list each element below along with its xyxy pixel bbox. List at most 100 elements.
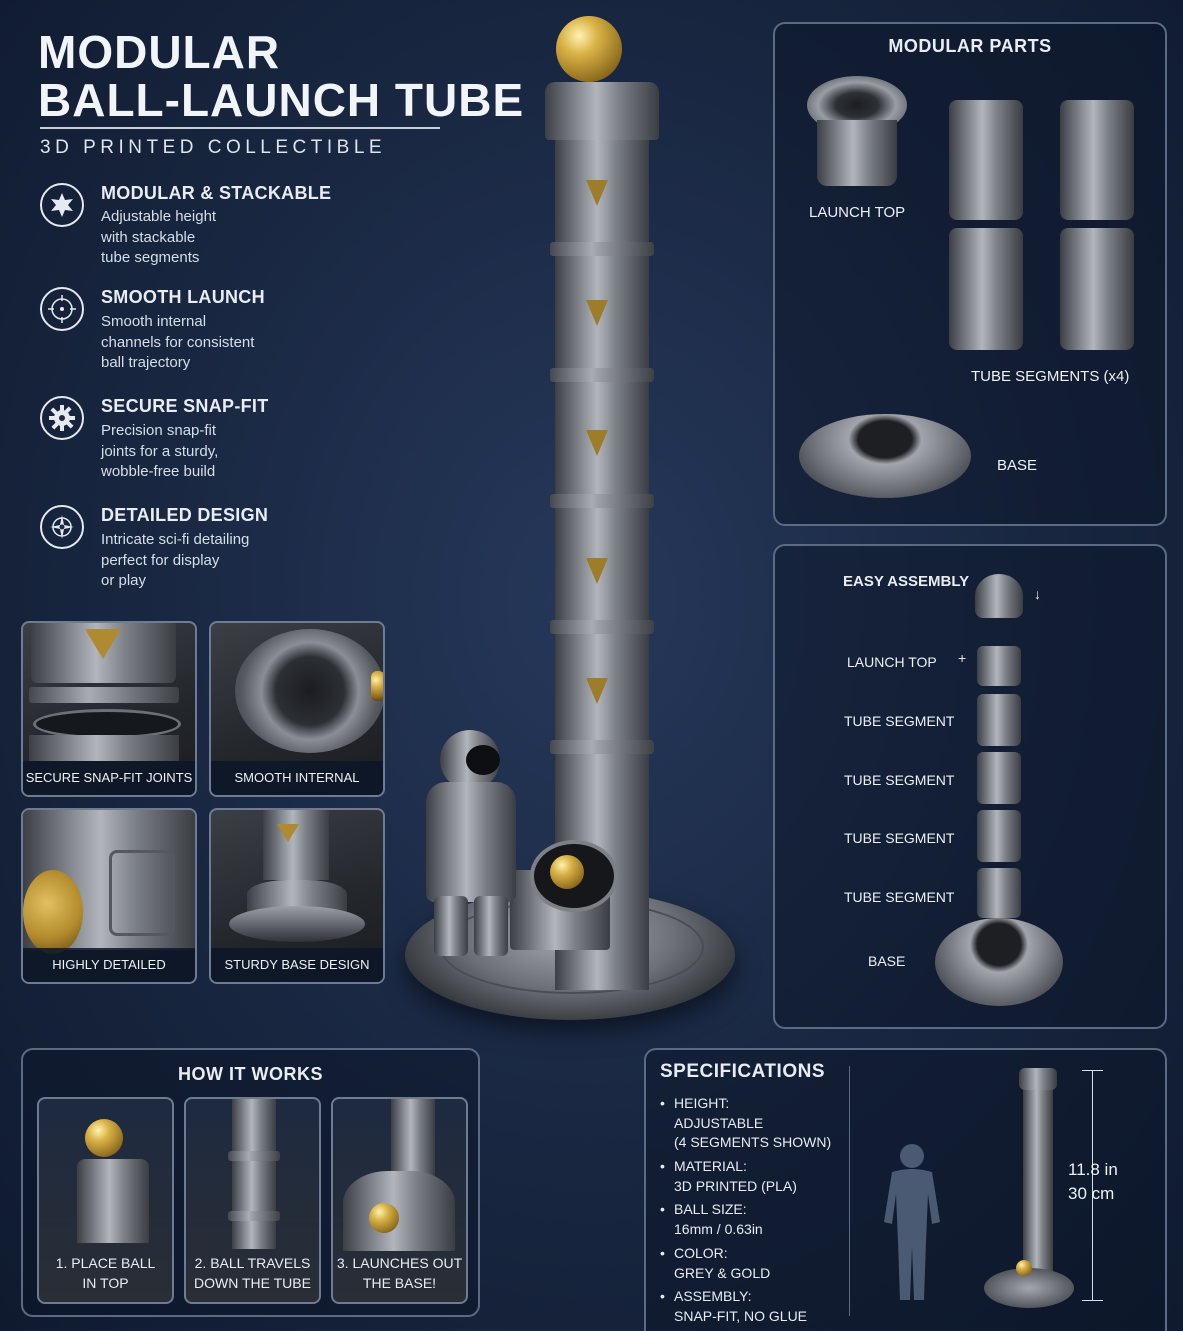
gear-icon bbox=[40, 396, 84, 440]
plus-icon: + bbox=[958, 650, 967, 666]
launch-top-label: LAUNCH TOP bbox=[809, 204, 906, 221]
hero-tube-joint bbox=[550, 620, 654, 634]
panel-relief-image bbox=[109, 850, 175, 936]
thumbnail-internal-channel: SMOOTH INTERNAL CHANNEL bbox=[209, 621, 385, 797]
base-disc-image bbox=[229, 906, 365, 942]
height-cm: 30 cm bbox=[1068, 1184, 1115, 1203]
hero-launch-top bbox=[545, 82, 659, 140]
spec-tower-top bbox=[1019, 1068, 1057, 1090]
assembly-segment-image bbox=[977, 810, 1021, 862]
assembly-label-tube-segment: TUBE SEGMENT bbox=[844, 772, 955, 788]
dimension-label: 11.8 in 30 cm bbox=[1068, 1158, 1118, 1206]
feature-detailed-design: DETAILED DESIGN Intricate sci-fi detaili… bbox=[40, 505, 370, 595]
tube-segment-part-image bbox=[949, 228, 1023, 350]
assembly-segment-image bbox=[977, 868, 1021, 918]
title-line-1: MODULAR bbox=[38, 26, 281, 78]
hero-tube-joint bbox=[550, 494, 654, 508]
spec-tower-image bbox=[1023, 1074, 1053, 1274]
target-icon bbox=[40, 287, 84, 331]
height-inches: 11.8 in bbox=[1068, 1160, 1118, 1179]
hero-tube-joint bbox=[550, 242, 654, 256]
gold-medallion-image bbox=[23, 870, 83, 954]
dimension-cap bbox=[1082, 1070, 1103, 1071]
assembly-segment-image bbox=[977, 646, 1021, 686]
tube-column-image bbox=[263, 810, 329, 880]
feature-title: SECURE SNAP-FIT bbox=[101, 396, 269, 416]
assembly-label-tube-segment: TUBE SEGMENT bbox=[844, 713, 955, 729]
feature-title: MODULAR & STACKABLE bbox=[101, 183, 332, 203]
spec-tower-base bbox=[984, 1268, 1074, 1308]
hero-astronaut-leg bbox=[474, 896, 508, 956]
hero-launched-ball bbox=[550, 855, 584, 889]
title-line-2: BALL-LAUNCH TUBE bbox=[38, 74, 525, 126]
thumbnail-sturdy-base: STURDY BASE DESIGN bbox=[209, 808, 385, 984]
thumbnail-snap-fit-joints: SECURE SNAP-FIT JOINTS bbox=[21, 621, 197, 797]
assembly-label-tube-segment: TUBE SEGMENT bbox=[844, 830, 955, 846]
hero-astronaut-visor bbox=[466, 745, 500, 775]
hero-tube-joint bbox=[550, 740, 654, 754]
modular-parts-panel: MODULAR PARTS LAUNCH TOP TUBE SEGMENTS (… bbox=[773, 22, 1167, 526]
assembly-label-tube-segment: TUBE SEGMENT bbox=[844, 889, 955, 905]
step-3-tube-image bbox=[391, 1099, 435, 1179]
step-2-tube-joint bbox=[228, 1151, 280, 1161]
base-label: BASE bbox=[997, 457, 1038, 474]
feature-title: DETAILED DESIGN bbox=[101, 505, 269, 525]
panel-title: MODULAR PARTS bbox=[888, 36, 1052, 56]
assembly-launch-top-image bbox=[975, 574, 1023, 618]
hero-gold-ball bbox=[556, 16, 622, 82]
hero-tube-joint bbox=[550, 368, 654, 382]
tube-segments-label: TUBE SEGMENTS (x4) bbox=[971, 368, 1130, 385]
panel-title: HOW IT WORKS bbox=[178, 1064, 323, 1084]
hero-astronaut-body bbox=[426, 782, 516, 902]
thumbnail-caption: STURDY BASE DESIGN bbox=[211, 948, 383, 982]
tube-segment-part-image bbox=[949, 100, 1023, 220]
easy-assembly-panel: EASY ASSEMBLY ↓ LAUNCH TOP + TUBE SEGMEN… bbox=[773, 544, 1167, 1029]
tube-segment-part-image bbox=[1060, 228, 1134, 350]
snap-ring-image bbox=[29, 687, 179, 703]
thumbnail-caption: SMOOTH INTERNAL CHANNEL bbox=[211, 761, 383, 795]
dimension-line bbox=[1092, 1070, 1093, 1300]
hero-product-image bbox=[400, 10, 740, 1040]
assembly-segment-image bbox=[977, 694, 1021, 746]
compass-icon bbox=[40, 505, 84, 549]
title-divider bbox=[40, 127, 440, 129]
tube-segment-part-image bbox=[1060, 100, 1134, 220]
base-part-image bbox=[799, 414, 971, 498]
assembly-base-image bbox=[935, 918, 1063, 1006]
panel-title: EASY ASSEMBLY bbox=[843, 573, 970, 590]
star-badge-icon bbox=[40, 183, 84, 227]
spec-tower-ball bbox=[1016, 1260, 1032, 1276]
tube-bottom-image bbox=[29, 735, 179, 761]
hero-astronaut-leg bbox=[434, 896, 468, 956]
person-silhouette-icon bbox=[884, 1144, 940, 1300]
step-1-gold-ball bbox=[85, 1119, 123, 1157]
arrow-down-icon: ↓ bbox=[1034, 586, 1041, 602]
step-2-tube-image bbox=[232, 1099, 276, 1249]
specifications-panel bbox=[644, 1048, 1167, 1331]
step-3-base-image bbox=[343, 1171, 455, 1251]
launch-top-part-body bbox=[817, 120, 897, 186]
thumbnail-caption: HIGHLY DETAILED bbox=[23, 948, 195, 982]
panel-title: SPECIFICATIONS bbox=[660, 1061, 825, 1082]
page-title: MODULAR BALL-LAUNCH TUBE bbox=[38, 28, 524, 124]
gold-accent-image bbox=[371, 671, 383, 701]
spec-divider bbox=[849, 1066, 850, 1316]
thumbnail-caption: SECURE SNAP-FIT JOINTS bbox=[23, 761, 195, 795]
page-subtitle: 3D PRINTED COLLECTIBLE bbox=[40, 137, 387, 158]
dimension-cap bbox=[1082, 1300, 1103, 1301]
channel-opening-image bbox=[235, 629, 383, 753]
assembly-label-base: BASE bbox=[868, 953, 906, 969]
step-3-gold-ball bbox=[369, 1203, 399, 1233]
